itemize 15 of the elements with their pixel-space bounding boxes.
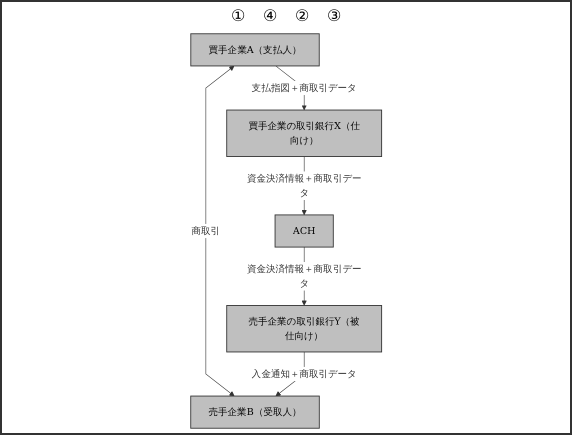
step-number: ①	[231, 6, 245, 25]
edge-label: 入金通知＋商取引データ	[252, 368, 356, 380]
node-box: 売手企業B（受取人）	[190, 396, 320, 429]
node-box: 売手企業の取引銀行Y（被仕向け）	[226, 305, 382, 352]
step-number: ④	[263, 6, 277, 25]
arrow	[205, 66, 234, 396]
node-box: ACH	[274, 214, 334, 248]
edge-label: 資金決済情報＋商取引データ	[246, 172, 362, 198]
node-box: 買手企業A（支払人）	[190, 33, 320, 66]
edge-label: 商取引	[191, 225, 220, 236]
step-number: ③	[327, 6, 341, 25]
node-box: 買手企業の取引銀行X（仕向け）	[226, 110, 382, 157]
edge-label: 支払指図＋商取引データ	[252, 82, 356, 94]
step-number: ②	[295, 6, 309, 25]
edge-label: 資金決済情報＋商取引データ	[246, 263, 362, 289]
